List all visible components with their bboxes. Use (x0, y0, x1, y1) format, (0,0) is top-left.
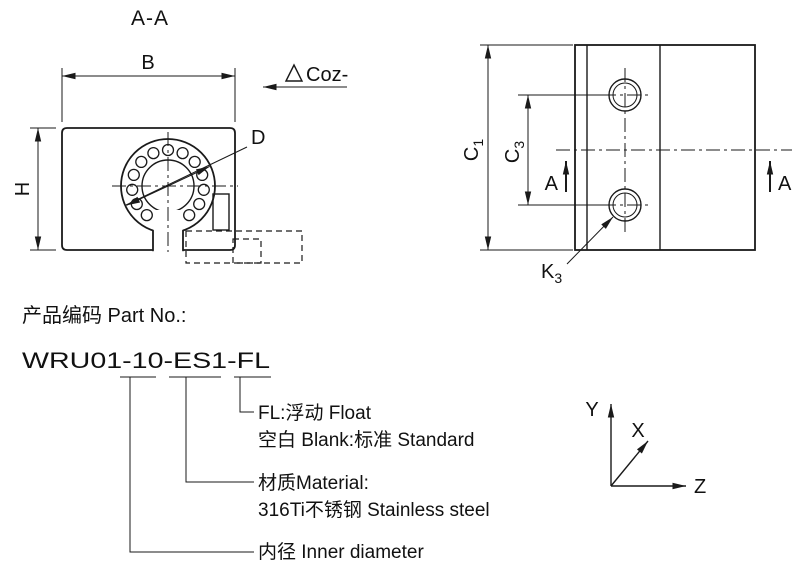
dimension-c3: C3 (502, 94, 607, 206)
dim-c3-label: C3 (502, 141, 527, 163)
material-note-line2: 316Ti不锈钢 Stainless steel (258, 499, 490, 521)
side-view-outline (574, 44, 756, 251)
dim-k3-label: K3 (541, 261, 562, 286)
dim-d-label: D (251, 127, 265, 149)
dimension-c1: C1 (461, 44, 573, 251)
dimension-k3: K3 (541, 216, 614, 286)
part-heading: 产品编码 Part No.: (22, 304, 186, 327)
dimension-h: H (12, 127, 56, 251)
dimension-b: B (61, 52, 236, 122)
block-outline (61, 127, 236, 251)
dim-b-label: B (141, 52, 154, 74)
part-code: WRU01-10-ES1-FL (22, 348, 270, 373)
bearing-block-section (61, 127, 303, 264)
section-title: A-A (131, 7, 169, 30)
mounting-hole-top (602, 78, 650, 112)
mounting-hole-bottom (602, 188, 650, 222)
side-groove (212, 193, 230, 231)
coordinate-triad: Y X Z (585, 399, 706, 498)
axis-y-label: Y (585, 399, 598, 421)
part-number-block: 产品编码 Part No.: WRU01-10-ES1-FL FL:浮动 Flo… (22, 304, 490, 563)
surface-note: Coz- (263, 63, 348, 91)
float-note-line2: 空白 Blank:标准 Standard (258, 429, 474, 451)
dim-c1-label: C1 (461, 139, 486, 161)
axis-z-label: Z (694, 476, 706, 498)
axis-x-label: X (631, 420, 644, 442)
material-note-line1: 材质Material: (258, 472, 369, 494)
section-cut-arrows: A A (545, 161, 792, 195)
callout-leaders (129, 377, 254, 553)
cut-label-a-left: A (545, 173, 559, 195)
hidden-rail-profile (185, 230, 303, 264)
triangle-icon (284, 63, 304, 82)
side-view: C1 C3 A A K3 (461, 44, 792, 286)
surface-note-label: Coz- (306, 64, 348, 86)
cut-label-a-right: A (778, 173, 792, 195)
float-note-line1: FL:浮动 Float (258, 402, 372, 424)
dimension-d: D (125, 127, 265, 206)
inner-diameter-note: 内径 Inner diameter (258, 541, 424, 563)
section-view-aa: A-A (12, 7, 348, 264)
dim-h-label: H (12, 182, 34, 196)
